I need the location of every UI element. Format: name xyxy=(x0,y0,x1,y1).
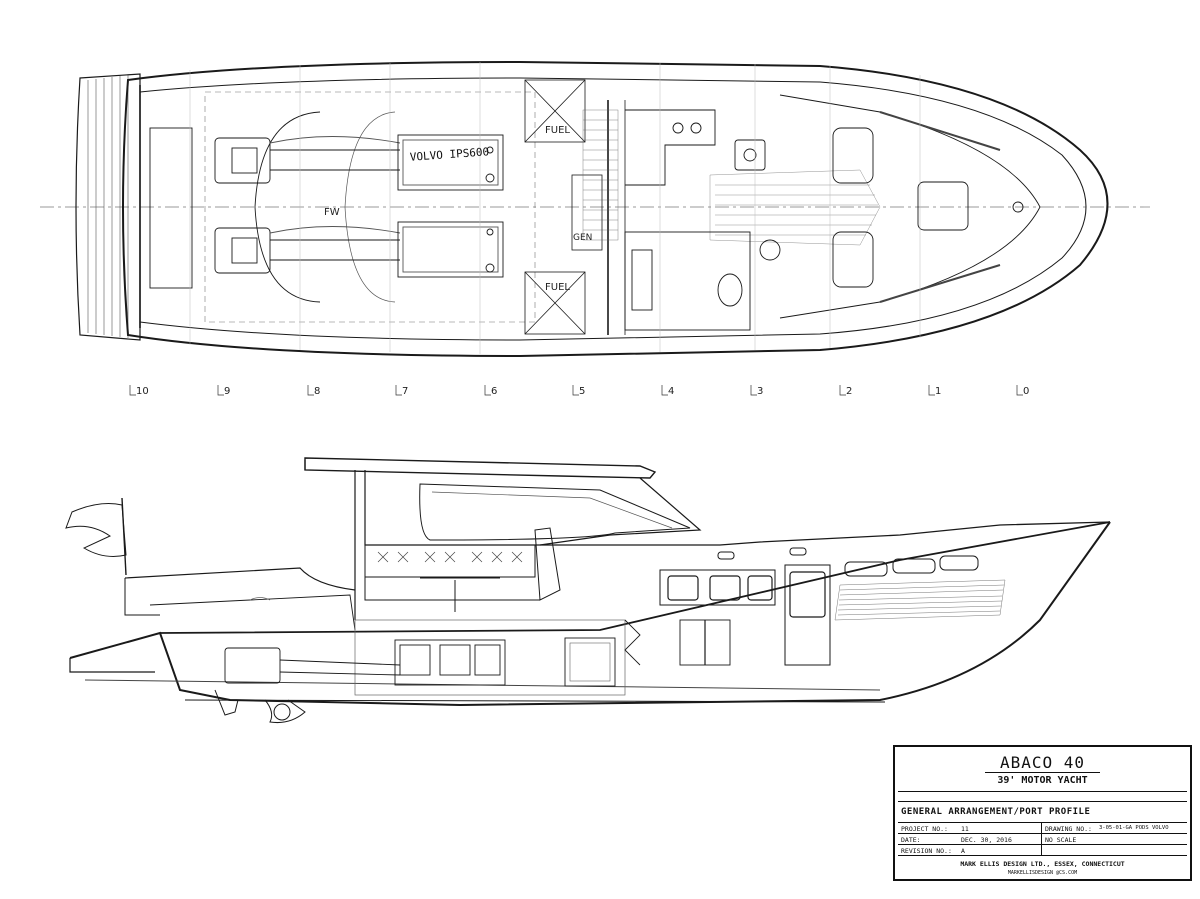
fuel-tank-lower xyxy=(524,271,586,335)
drawing-title: GENERAL ARRANGEMENT/PORT PROFILE xyxy=(901,807,1091,817)
engine-bay xyxy=(204,91,536,323)
side-window xyxy=(419,483,691,541)
head-door xyxy=(784,564,831,666)
hull-profile xyxy=(69,521,1111,707)
fuel-label-upper: FUEL xyxy=(545,125,570,136)
station-10: 10 xyxy=(136,386,149,397)
engine-model-label: VOLVO IPS600 xyxy=(409,145,489,164)
station-markers: 10 9 8 7 6 5 4 3 2 1 0 xyxy=(129,385,1029,397)
plan-view: FUEL FUEL GEN FW VOLVO IPS600 xyxy=(40,60,1150,358)
saloon-settee xyxy=(364,544,540,612)
station-7: 7 xyxy=(402,386,408,397)
date-value: DEC. 30, 2016 xyxy=(961,836,1012,844)
companion-stairs xyxy=(624,619,641,666)
swim-platform-profile xyxy=(69,658,155,673)
engine-profile xyxy=(224,639,506,686)
engine-room xyxy=(354,619,626,696)
hull-inner-sheer xyxy=(139,77,1087,341)
station-0: 0 xyxy=(1023,386,1029,397)
station-2: 2 xyxy=(846,386,852,397)
cockpit-seat xyxy=(149,594,356,631)
cabin-top xyxy=(540,521,1111,546)
designer-email: MARKELLISDESIGN @CS.COM xyxy=(1007,870,1078,876)
title-block: ABACO 40 39' MOTOR YACHT GENERAL ARRANGE… xyxy=(893,745,1192,881)
hardtop xyxy=(304,457,657,479)
stove-burner-1 xyxy=(672,122,684,134)
galley xyxy=(625,109,766,186)
forward-sole xyxy=(709,169,881,246)
station-9: 9 xyxy=(224,386,230,397)
engine-upper xyxy=(214,134,504,191)
fuel-label-lower: FUEL xyxy=(545,282,570,293)
ensign-flag xyxy=(65,497,127,576)
cockpit-hatch xyxy=(149,127,193,289)
revision-label: REVISION NO.: xyxy=(901,847,952,855)
fuel-tank-upper xyxy=(524,79,586,143)
boat-name: ABACO 40 xyxy=(999,753,1086,772)
ips-pod xyxy=(214,689,306,723)
project-no-value: 11 xyxy=(961,825,969,833)
fw-label: FW xyxy=(324,207,340,218)
galley-cabinets xyxy=(659,569,776,606)
date-label: DATE: xyxy=(901,836,921,844)
helm-seat xyxy=(534,527,561,601)
head xyxy=(624,231,781,331)
keel xyxy=(184,699,886,703)
drawing-no-label: DRAWING NO.: xyxy=(1045,825,1092,833)
gen-label: GEN xyxy=(573,233,592,243)
bow-strake xyxy=(834,579,1006,621)
sheer-line xyxy=(159,521,1111,634)
windshield-frame xyxy=(354,470,702,620)
plan-station-lines xyxy=(189,62,921,354)
station-1: 1 xyxy=(935,386,941,397)
station-6: 6 xyxy=(491,386,497,397)
cockpit-bulwark xyxy=(124,567,356,591)
station-3: 3 xyxy=(757,386,763,397)
portlights xyxy=(717,547,979,577)
profile-view xyxy=(65,457,1111,723)
saloon-settee-outline xyxy=(254,111,321,303)
scale-value: NO SCALE xyxy=(1045,836,1077,844)
project-no-label: PROJECT NO.: xyxy=(901,825,948,833)
designer-credit: MARK ELLIS DESIGN LTD., ESSEX, CONNECTIC… xyxy=(960,860,1125,868)
station-8: 8 xyxy=(314,386,320,397)
boat-subtitle: 39' MOTOR YACHT xyxy=(997,775,1088,786)
v-berth xyxy=(779,94,1041,319)
stove-burner-2 xyxy=(690,122,702,134)
swim-platform xyxy=(75,73,141,341)
hull-outline xyxy=(122,60,1109,358)
revision-value: A xyxy=(961,847,965,855)
engine-lower xyxy=(214,221,504,278)
generator xyxy=(571,174,603,251)
station-5: 5 xyxy=(579,386,585,397)
saloon-sole xyxy=(582,109,619,241)
station-4: 4 xyxy=(668,386,674,397)
settee-tufting xyxy=(377,551,523,563)
drawing-no-value: 3-05-01-GA PODS VOLVO xyxy=(1099,825,1169,831)
swim-platform-slats xyxy=(87,75,129,338)
generator-profile xyxy=(564,637,616,687)
